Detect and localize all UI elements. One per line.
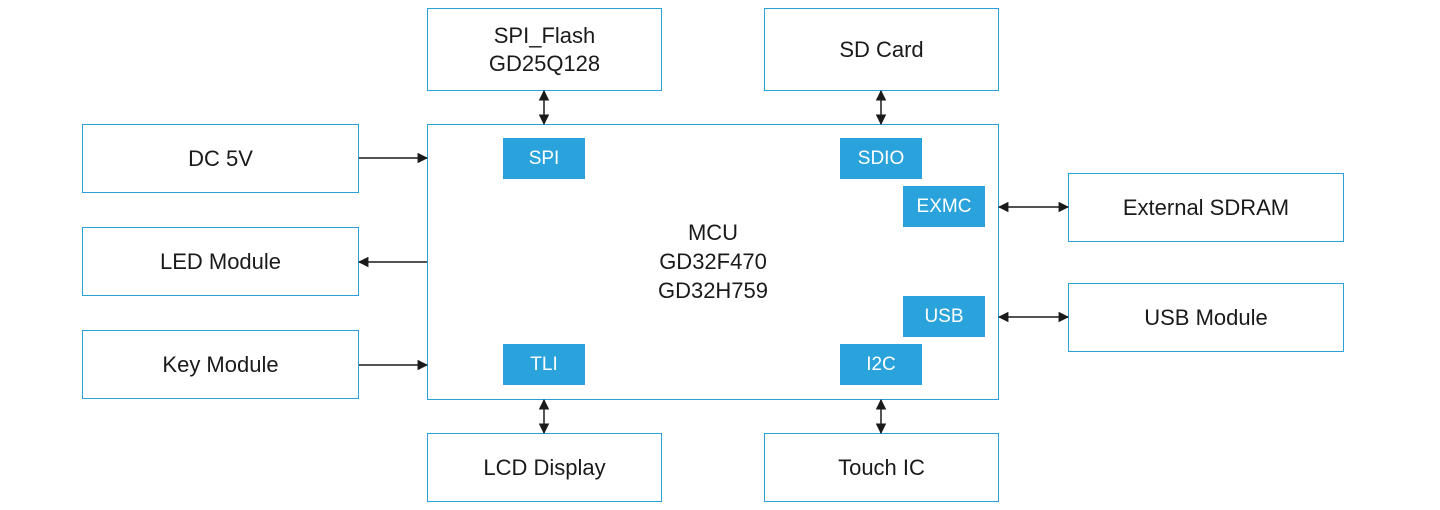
lcd-display-box: LCD Display <box>427 433 662 502</box>
exmc-interface-label: EXMC <box>916 195 972 217</box>
usb-interface-label: USB <box>924 305 964 327</box>
key-module-label: Key Module <box>162 351 279 377</box>
dc-5v-box: DC 5V <box>82 124 359 193</box>
i2c-interface-label: I2C <box>866 353 896 375</box>
key-module-box: Key Module <box>82 330 359 399</box>
usb-interface: USB <box>903 296 985 337</box>
lcd-display-label: LCD Display <box>483 454 606 480</box>
usb-module-label: USB Module <box>1144 304 1268 330</box>
spi-interface-label: SPI <box>528 147 560 169</box>
led-module-box: LED Module <box>82 227 359 296</box>
sd-card-box: SD Card <box>764 8 999 91</box>
tli-interface-label: TLI <box>530 353 558 375</box>
usb-module-box: USB Module <box>1068 283 1344 352</box>
spi-flash-box: SPI_Flash GD25Q128 <box>427 8 662 91</box>
external-sdram-box: External SDRAM <box>1068 173 1344 242</box>
mcu-title: MCU <box>687 220 739 245</box>
tli-interface: TLI <box>503 344 585 385</box>
spi-flash-part-number: GD25Q128 <box>488 50 601 76</box>
i2c-interface: I2C <box>840 344 922 385</box>
exmc-interface: EXMC <box>903 186 985 227</box>
sdio-interface: SDIO <box>840 138 922 179</box>
spi-interface: SPI <box>503 138 585 179</box>
sdio-interface-label: SDIO <box>857 147 905 169</box>
led-module-label: LED Module <box>159 248 282 274</box>
mcu-part-gd32h759: GD32H759 <box>657 278 769 303</box>
sd-card-label: SD Card <box>839 36 924 62</box>
mcu-label: MCU GD32F470 GD32H759 <box>428 218 998 305</box>
dc-5v-label: DC 5V <box>188 145 253 171</box>
external-sdram-label: External SDRAM <box>1122 194 1290 220</box>
mcu-part-gd32f470: GD32F470 <box>659 249 767 274</box>
spi-flash-label: SPI_Flash <box>493 22 596 48</box>
touch-ic-label: Touch IC <box>838 454 925 480</box>
